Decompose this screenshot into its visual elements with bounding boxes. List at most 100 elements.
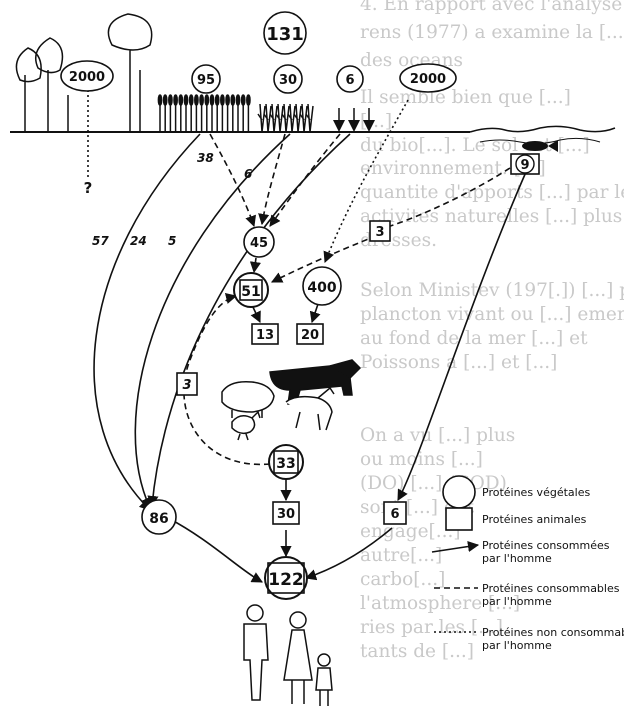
legend: Protéines végétales Protéines animales P… bbox=[431, 475, 624, 652]
background-text-line: ou moins [...] bbox=[360, 449, 483, 470]
background-text-line: ries par les [...] bbox=[360, 617, 503, 638]
animal-proteins-symbol bbox=[445, 507, 473, 531]
background-text-line: autre[...] bbox=[360, 545, 442, 566]
flow-45-to-51 bbox=[249, 257, 261, 274]
node-other-veg: 400 bbox=[302, 266, 342, 306]
cereal-head bbox=[183, 94, 189, 106]
cereal-head bbox=[194, 94, 199, 106]
legend-consumable-label-2: par l'homme bbox=[482, 595, 552, 608]
grass-tuft bbox=[305, 103, 314, 133]
flow-cereal-to-human-veg bbox=[93, 133, 201, 511]
legend-consumable: Protéines consommables par l'homme bbox=[434, 582, 620, 608]
cereal-head bbox=[188, 94, 194, 106]
node-meat-13: 13 bbox=[251, 323, 279, 345]
grass-tuft bbox=[281, 103, 290, 133]
flow-400-to-20 bbox=[309, 303, 321, 324]
legend-non-consumable-label-2: par l'homme bbox=[482, 639, 552, 652]
grass-tuft bbox=[275, 103, 284, 133]
cereal-head bbox=[214, 94, 220, 106]
legend-plant-proteins: Protéines végétales bbox=[442, 475, 590, 509]
flow-marine-to-6 bbox=[397, 171, 527, 501]
legend-consumable-label: Protéines consommables bbox=[482, 582, 620, 595]
grass-tuft bbox=[293, 103, 302, 133]
svg-text:20: 20 bbox=[301, 328, 319, 343]
cereal-head bbox=[199, 94, 204, 106]
legend-consumed-label-2: par l'homme bbox=[482, 552, 552, 565]
svg-text:3: 3 bbox=[182, 378, 191, 393]
cereal-head bbox=[168, 94, 173, 106]
cereal-head bbox=[157, 94, 163, 106]
svg-text:51: 51 bbox=[241, 284, 260, 300]
svg-text:13: 13 bbox=[256, 328, 274, 343]
svg-text:6: 6 bbox=[390, 507, 399, 522]
flow-label-38: 38 bbox=[197, 151, 214, 165]
background-text-line: Il semble bien que [...] bbox=[360, 87, 571, 108]
legend-plant-proteins-label: Protéines végétales bbox=[482, 486, 590, 499]
node-meat-20: 20 bbox=[296, 323, 324, 345]
cereal-head bbox=[240, 94, 246, 106]
background-page-text: 4. En rapport avec l'analyse de [...] ae… bbox=[360, 0, 624, 662]
background-text-line: carbo[...] bbox=[360, 569, 445, 590]
node-human-animal-6: 6 bbox=[383, 501, 407, 525]
legend-non-consumable-label: Protéines non consommables bbox=[482, 626, 624, 639]
cereal-head bbox=[230, 94, 236, 106]
background-text-line: On a vu [...] plus bbox=[360, 425, 515, 446]
node-livestock-veg: 51 bbox=[233, 272, 269, 308]
svg-text:400: 400 bbox=[307, 280, 336, 296]
cereal-head bbox=[204, 94, 210, 106]
legend-consumed: Protéines consommées par l'homme bbox=[431, 539, 610, 565]
grass-tuft bbox=[287, 103, 296, 133]
node-human-total: 122 bbox=[264, 556, 308, 600]
svg-text:30: 30 bbox=[277, 507, 295, 522]
svg-text:131: 131 bbox=[266, 24, 304, 45]
background-text-line: Selon Ministev (197[.]) [...] phyto- bbox=[360, 280, 624, 301]
grass-tuft bbox=[257, 103, 266, 133]
livestock-icon bbox=[221, 359, 362, 441]
background-text-line: quantite d'apports [...] par les bbox=[360, 182, 624, 203]
node-marine-animals: 9 bbox=[510, 153, 540, 175]
forest-unknown-mark: ? bbox=[84, 179, 93, 197]
flow-roots-to-human-veg bbox=[147, 133, 351, 508]
cereal-head bbox=[225, 94, 230, 106]
flow-33-recycled-to-51 bbox=[183, 293, 271, 466]
plant-proteins-symbol bbox=[442, 475, 476, 509]
legend-animal-proteins-label: Protéines animales bbox=[482, 513, 587, 526]
node-animal-veg: 33 bbox=[268, 444, 304, 480]
cereal-head bbox=[209, 94, 215, 106]
svg-text:9: 9 bbox=[520, 158, 529, 173]
root-crop-arrows-icon bbox=[338, 108, 370, 120]
fish-icon bbox=[522, 140, 558, 152]
background-text-line: rens (1977) a examine la [...] bbox=[360, 22, 624, 43]
background-text-line: plancton vivant ou [...] ement bbox=[360, 304, 624, 325]
water-surface bbox=[469, 125, 616, 133]
flow-label-24: 24 bbox=[130, 234, 147, 248]
background-text-line: activites naturelles [...] plus bbox=[360, 206, 622, 227]
node-human-veg: 86 bbox=[141, 499, 177, 535]
grass-tuft bbox=[299, 103, 308, 133]
grass-tuft bbox=[269, 103, 278, 133]
node-fish-to-feed: 3 bbox=[369, 220, 391, 242]
node-feed-mix: 45 bbox=[243, 226, 275, 258]
background-text-line: au fond de la mer [...] et bbox=[360, 328, 588, 349]
flow-grass-to-45 bbox=[258, 133, 286, 226]
svg-text:86: 86 bbox=[149, 511, 168, 527]
svg-text:33: 33 bbox=[276, 456, 295, 472]
svg-text:122: 122 bbox=[268, 570, 304, 590]
background-text-line: 4. En rapport avec l'analyse de [...] ae… bbox=[360, 0, 624, 15]
human-family-icon bbox=[243, 604, 333, 706]
grass-tuft bbox=[263, 103, 272, 133]
legend-solid-arrow-icon bbox=[431, 540, 480, 553]
flow-label-57: 57 bbox=[92, 234, 109, 248]
cereal-stalks-icon bbox=[157, 94, 251, 132]
root-crops-icon bbox=[333, 120, 375, 132]
legend-non-consumable: Protéines non consommables par l'homme bbox=[434, 626, 624, 652]
svg-text:2000: 2000 bbox=[410, 72, 446, 87]
background-text-line: Poissons a [...] et [...] bbox=[360, 352, 557, 373]
node-grass: 30 bbox=[273, 64, 303, 94]
svg-text:3: 3 bbox=[375, 225, 384, 240]
background-text-line: l'atmosphere [...] bbox=[360, 593, 520, 614]
node-forest: 2000 bbox=[60, 60, 114, 92]
node-animal-30: 30 bbox=[272, 501, 300, 525]
svg-text:95: 95 bbox=[197, 73, 215, 88]
